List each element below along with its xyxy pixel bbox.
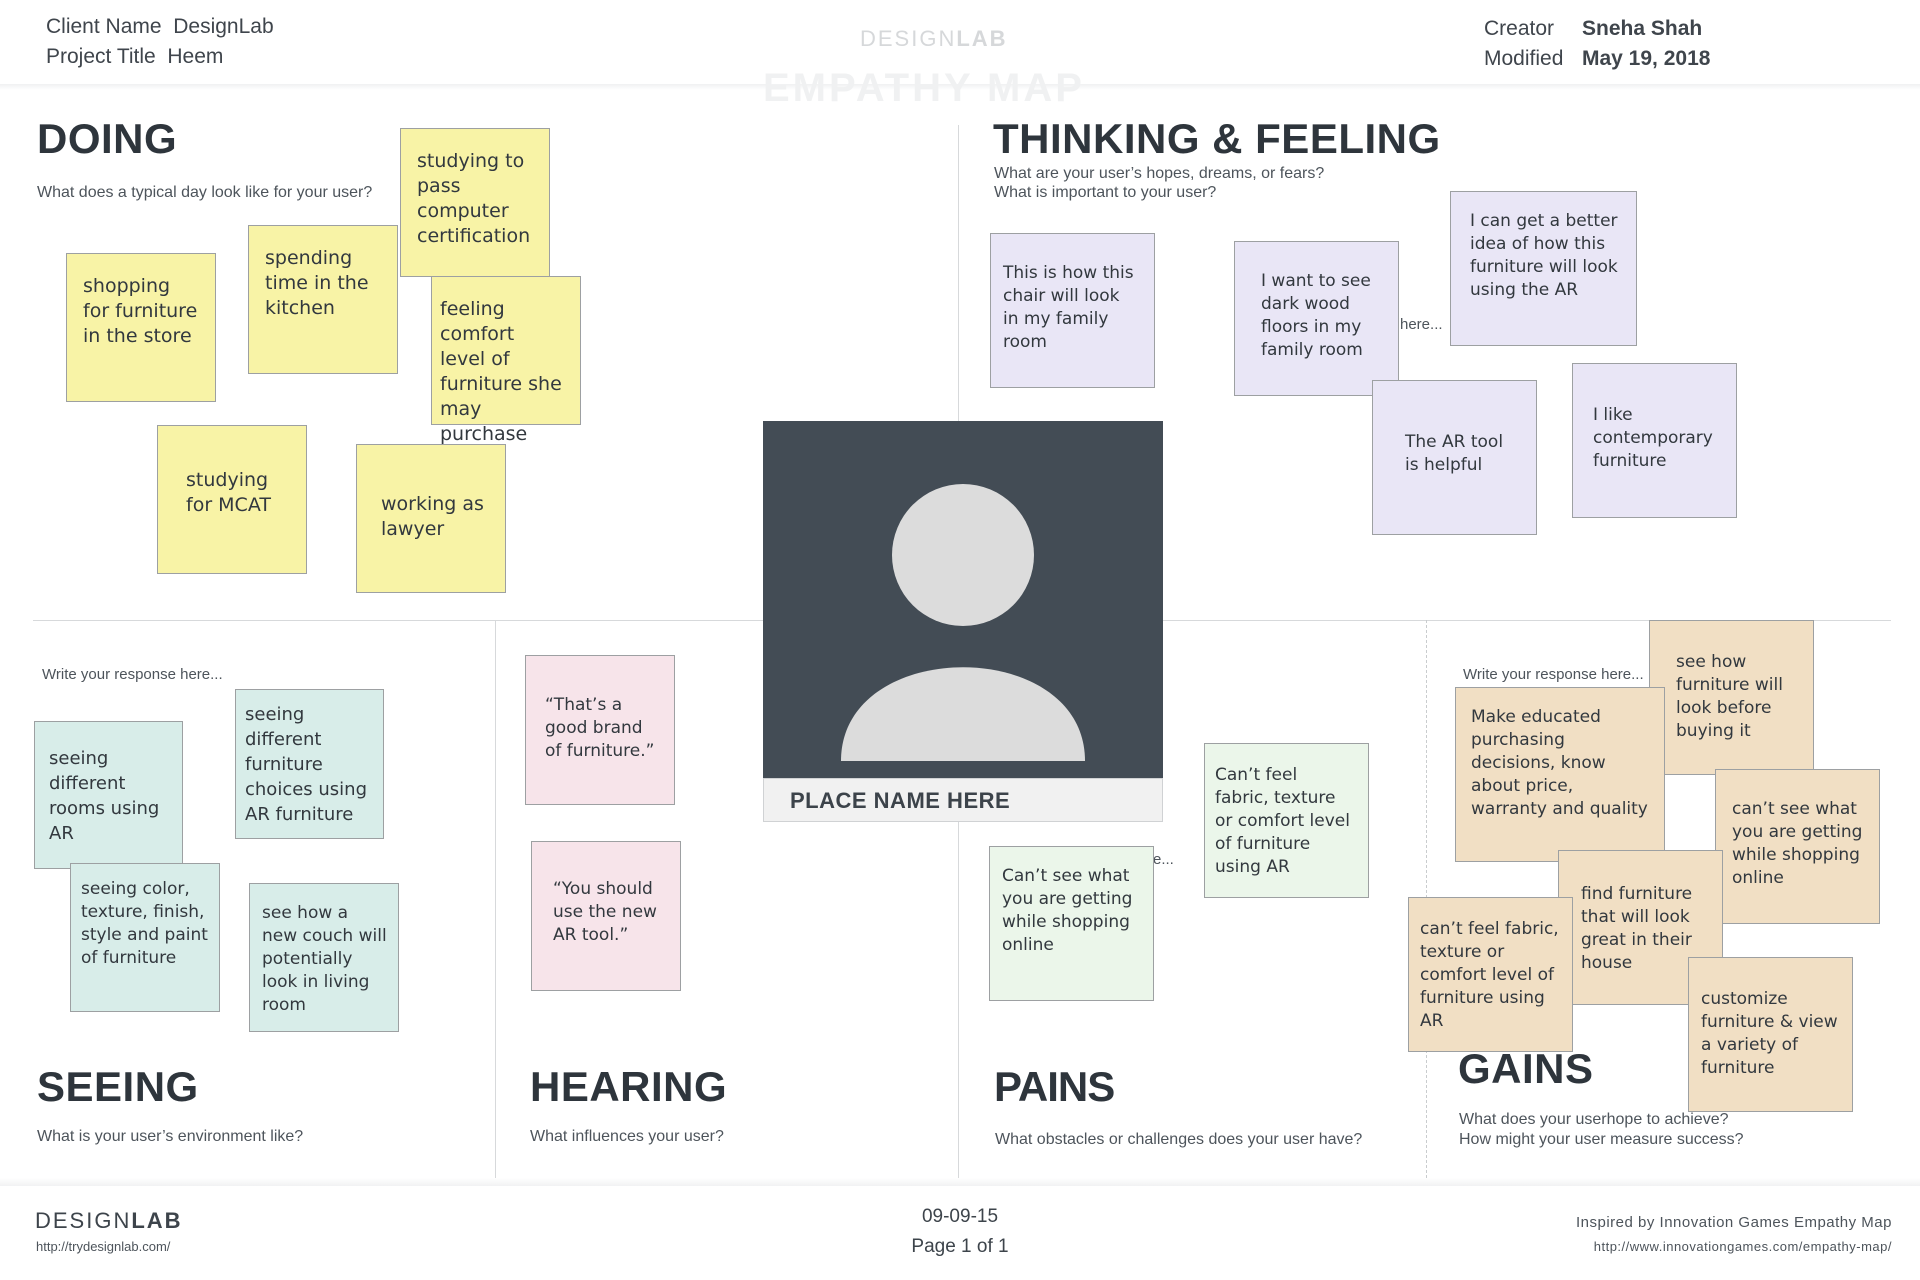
footer-url-right[interactable]: http://www.innovationgames.com/empathy-m… [1593, 1239, 1892, 1254]
doing-note[interactable]: feeling comfort level of furniture she m… [431, 276, 581, 445]
gains-subtitle-2: How might your user measure success? [1459, 1131, 1744, 1148]
seeing-note[interactable]: seeing color, texture, finish, style and… [70, 863, 220, 1012]
gains-note[interactable]: see how furniture will look before buyin… [1649, 620, 1814, 775]
footer-url-left[interactable]: http://trydesignlab.com/ [36, 1239, 171, 1254]
thinking-stray-text: here... [1400, 316, 1443, 333]
modified-label: Modified [1484, 47, 1564, 70]
gains-note[interactable]: can’t feel fabric, texture or comfort le… [1408, 897, 1573, 1052]
thinking-title: THINKING & FEELING [993, 115, 1441, 162]
thinking-note[interactable]: This is how this chair will look in my f… [990, 233, 1155, 388]
project-title-row: Project Title Heem [46, 45, 223, 69]
hearing-note[interactable]: “That’s a good brand of furniture.” [525, 655, 675, 805]
divider-vertical-top [958, 125, 959, 620]
doing-note[interactable]: studying to pass computer certification [400, 128, 550, 277]
divider-hearing-pains [958, 620, 959, 1178]
pains-note[interactable]: Can’t feel fabric, texture or comfort le… [1204, 743, 1369, 898]
hearing-title: HEARING [530, 1063, 728, 1110]
gains-subtitle-1: What does your userhope to achieve? [1459, 1111, 1729, 1128]
client-name-value[interactable]: DesignLab [173, 15, 274, 38]
hearing-subtitle: What influences your user? [530, 1128, 724, 1145]
footer-divider [0, 1178, 1920, 1186]
footer-date: 09-09-15 [921, 1206, 999, 1227]
doing-note[interactable]: spending time in the kitchen [248, 225, 398, 374]
user-silhouette-icon [841, 484, 1085, 761]
divider-seeing-hearing [495, 620, 496, 1178]
doing-note[interactable]: shopping for furniture in the store [66, 253, 216, 402]
doing-title: DOING [37, 115, 178, 162]
footer-page: Page 1 of 1 [911, 1236, 1009, 1257]
doing-note[interactable]: studying for MCAT [157, 425, 307, 574]
seeing-prompt[interactable]: Write your response here... [42, 666, 223, 683]
seeing-title: SEEING [37, 1063, 199, 1110]
creator-value[interactable]: Sneha Shah [1582, 17, 1703, 40]
seeing-note[interactable]: seeing different rooms using AR [34, 721, 183, 869]
project-title-value[interactable]: Heem [167, 45, 224, 68]
thinking-note[interactable]: I like contemporary furniture [1572, 363, 1737, 518]
seeing-note[interactable]: see how a new couch will potentially loo… [249, 883, 399, 1032]
pains-subtitle: What obstacles or challenges does your u… [995, 1131, 1363, 1148]
thinking-subtitle-1: What are your user’s hopes, dreams, or f… [994, 165, 1325, 182]
persona-avatar[interactable] [763, 421, 1163, 778]
creator-label: Creator [1484, 17, 1555, 40]
seeing-subtitle: What is your user’s environment like? [37, 1128, 304, 1145]
hearing-note[interactable]: “You should use the new AR tool.” [531, 841, 681, 991]
client-name-row: Client Name DesignLab [46, 15, 274, 39]
doing-subtitle: What does a typical day look like for yo… [37, 184, 373, 201]
header-logo: DESIGNLAB [860, 26, 1008, 51]
footer-logo: DESIGNLAB [35, 1208, 183, 1233]
persona-name-field[interactable]: PLACE NAME HERE [763, 778, 1163, 822]
gains-prompt[interactable]: Write your response here... [1463, 666, 1644, 683]
footer-credit: Inspired by Innovation Games Empathy Map [1576, 1214, 1892, 1231]
project-title-label: Project Title [46, 45, 156, 68]
pains-stray-text: e... [1153, 851, 1174, 868]
seeing-note[interactable]: seeing different furniture choices using… [235, 689, 384, 839]
gains-note[interactable]: Make educated purchasing decisions, know… [1455, 687, 1665, 862]
thinking-note[interactable]: I want to see dark wood floors in my fam… [1234, 241, 1399, 396]
empathy-map-watermark: EMPATHY MAP [763, 66, 1085, 110]
pains-title: PAINS [994, 1063, 1115, 1110]
gains-note[interactable]: can’t see what you are getting while sho… [1715, 769, 1880, 924]
doing-note[interactable]: working as lawyer [356, 444, 506, 593]
thinking-subtitle-2: What is important to your user? [994, 184, 1217, 201]
pains-note[interactable]: Can’t see what you are getting while sho… [989, 846, 1154, 1001]
thinking-note[interactable]: The AR tool is helpful [1372, 380, 1537, 535]
gains-title: GAINS [1458, 1045, 1594, 1092]
client-name-label: Client Name [46, 15, 162, 38]
thinking-note[interactable]: I can get a better idea of how this furn… [1450, 191, 1637, 346]
modified-value[interactable]: May 19, 2018 [1582, 47, 1711, 70]
gains-note[interactable]: customize furniture & view a variety of … [1688, 957, 1853, 1112]
header-divider [0, 84, 1920, 90]
